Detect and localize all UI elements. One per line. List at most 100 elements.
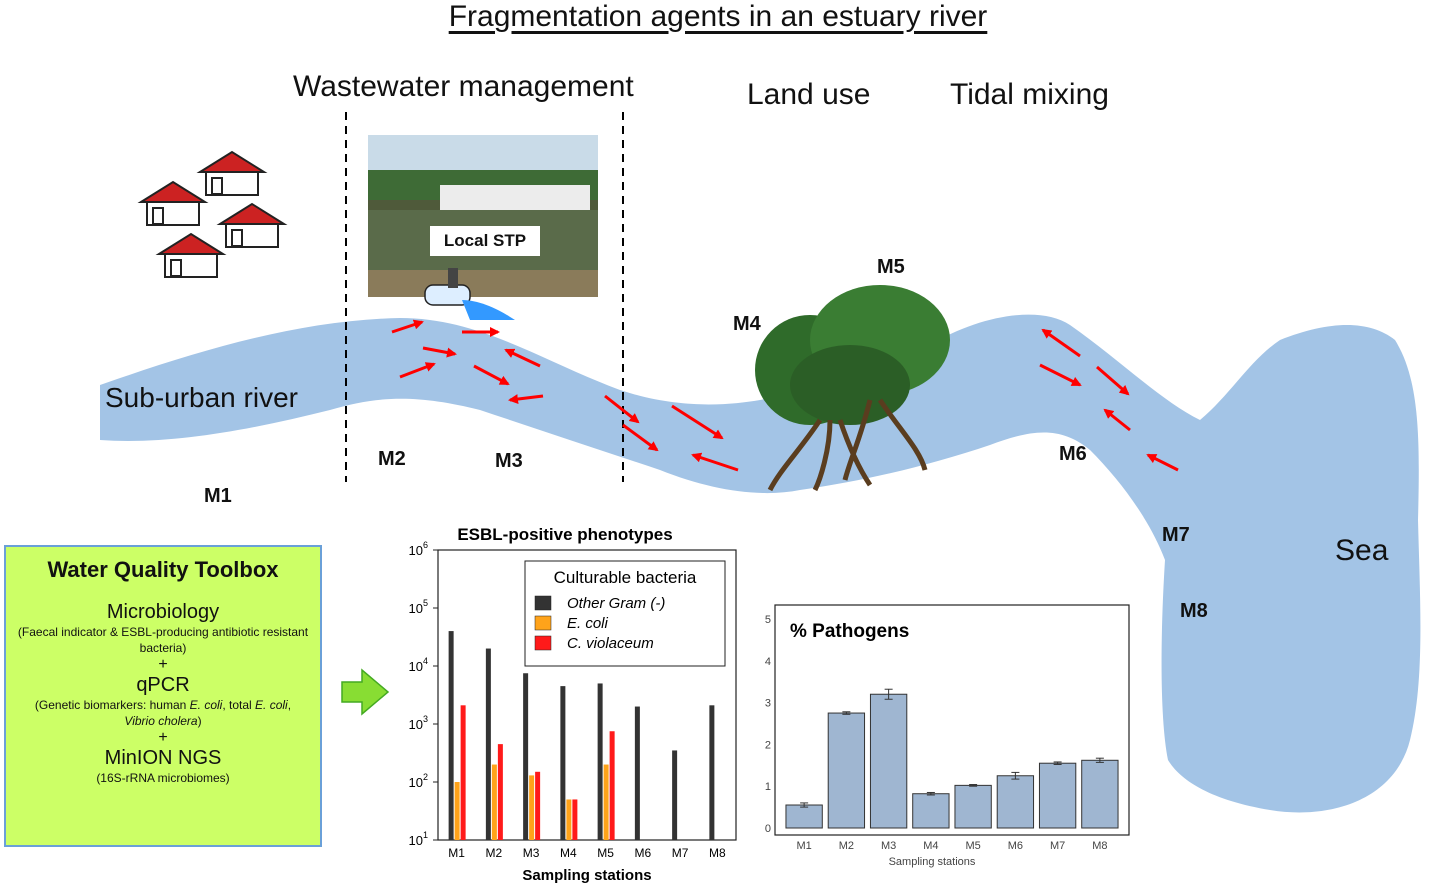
esbl-ytick-exp: 5	[423, 598, 428, 608]
pathogen-xtick-label: M8	[1092, 840, 1107, 852]
esbl-ytick-exp: 4	[423, 656, 428, 666]
esbl-xtick-label: M5	[597, 846, 614, 860]
esbl-xtick-label: M1	[448, 846, 465, 860]
station-label-m7: M7	[1162, 524, 1190, 546]
esbl-legend-swatch	[534, 635, 552, 651]
pathogen-xtick-label: M3	[881, 840, 896, 852]
agent-label-land-use: Land use	[747, 78, 871, 111]
qpcr-note-ecoli-total: E. coli	[255, 698, 288, 712]
pathogen-bar	[869, 693, 908, 829]
esbl-bar	[523, 673, 529, 840]
main-title: Fragmentation agents in an estuary river	[0, 0, 1436, 34]
house-3	[216, 202, 288, 248]
esbl-ytick-base: 10	[409, 833, 423, 848]
esbl-bar	[572, 799, 578, 840]
esbl-bar	[485, 648, 491, 840]
house-2	[137, 180, 209, 226]
esbl-ytick-exp: 3	[423, 714, 428, 724]
esbl-bar	[597, 683, 603, 840]
esbl-chart: ESBL-positive phenotypes1011021031041051…	[409, 525, 737, 883]
pathogen-xlabel: Sampling stations	[889, 856, 976, 868]
esbl-bar	[454, 782, 460, 840]
pathogen-ytick-label: 2	[765, 739, 771, 751]
esbl-bar	[634, 706, 640, 840]
toolbox-qpcr-note: (Genetic biomarkers: human E. coli, tota…	[6, 697, 320, 729]
pathogen-bar	[996, 775, 1035, 829]
pathogen-bar	[1081, 759, 1119, 829]
sea-label: Sea	[1335, 534, 1389, 567]
esbl-ytick-label: 101	[409, 830, 428, 848]
esbl-xtick-label: M8	[709, 846, 726, 860]
pathogen-bar	[1038, 762, 1077, 829]
esbl-bar	[491, 764, 497, 840]
esbl-bar	[566, 799, 572, 840]
esbl-bar	[529, 775, 535, 840]
qpcr-note-mid: , total	[222, 698, 256, 712]
esbl-legend-box	[524, 560, 726, 667]
station-label-m3: M3	[495, 450, 523, 472]
pathogen-bar	[954, 784, 992, 829]
station-label-m6: M6	[1059, 443, 1087, 465]
pathogen-ytick-label: 4	[765, 656, 771, 668]
station-label-m5: M5	[877, 256, 905, 278]
esbl-legend-label: Other Gram (-)	[567, 595, 665, 612]
pathogen-xtick-label: M7	[1050, 840, 1065, 852]
esbl-xtick-label: M2	[486, 846, 503, 860]
esbl-bar	[497, 744, 503, 840]
house-4	[155, 232, 227, 278]
qpcr-note-pre: (Genetic biomarkers: human	[34, 698, 190, 712]
agent-label-tidal-mixing: Tidal mixing	[950, 78, 1109, 111]
pathogen-bar	[827, 712, 866, 829]
esbl-ytick-exp: 2	[423, 772, 428, 782]
esbl-xtick-label: M7	[672, 846, 689, 860]
main-title-text: Fragmentation agents in an estuary river	[448, 0, 988, 33]
esbl-xtick-label: M4	[560, 846, 577, 860]
qpcr-note-sep: ,	[287, 698, 292, 712]
house-1	[196, 150, 268, 196]
esbl-ytick-label: 102	[409, 772, 428, 790]
esbl-ytick-label: 105	[409, 598, 428, 616]
stp-photo	[368, 135, 598, 297]
esbl-ytick-base: 10	[409, 659, 423, 674]
toolbox-plus-2: +	[158, 729, 168, 746]
esbl-plot-frame	[437, 549, 737, 841]
toolbox-arrow	[341, 668, 390, 716]
esbl-ytick-label: 104	[409, 656, 428, 674]
station-label-m8: M8	[1180, 600, 1208, 622]
pathogen-bar	[912, 793, 950, 829]
esbl-bar	[603, 764, 609, 840]
station-label-m4: M4	[733, 313, 761, 335]
pathogen-xtick-label: M6	[1008, 840, 1023, 852]
esbl-bar	[448, 631, 454, 840]
toolbox-ngs: MinION NGS	[104, 747, 222, 769]
pathogen-xtick-label: M5	[965, 840, 980, 852]
pathogen-xtick-label: M1	[796, 840, 811, 852]
esbl-legend-swatch	[534, 595, 552, 611]
esbl-bar	[609, 731, 615, 840]
esbl-legend-swatch	[534, 615, 552, 631]
houses	[137, 150, 288, 278]
esbl-ytick-exp: 6	[423, 540, 428, 550]
station-label-m1: M1	[204, 485, 232, 507]
station-label-m2: M2	[378, 448, 406, 470]
pathogen-ytick-label: 1	[765, 781, 771, 793]
pathogen-ytick-label: 0	[765, 823, 771, 835]
toolbox-ngs-note: (16S-rRNA microbiomes)	[96, 771, 230, 785]
esbl-ytick-base: 10	[409, 543, 423, 558]
esbl-bar	[460, 705, 466, 840]
qpcr-note-end: )	[197, 714, 202, 728]
esbl-chart-title: ESBL-positive phenotypes	[457, 525, 672, 544]
esbl-ytick-base: 10	[409, 717, 423, 732]
toolbox-plus-1: +	[158, 656, 168, 673]
esbl-xtick-label: M3	[523, 846, 540, 860]
qpcr-note-vibrio: Vibrio cholera	[124, 714, 198, 728]
esbl-ytick-base: 10	[409, 601, 423, 616]
esbl-bar	[709, 705, 715, 840]
water-quality-toolbox: Water Quality Toolbox Microbiology (Faec…	[4, 545, 322, 847]
toolbox-qpcr: qPCR	[136, 674, 190, 696]
esbl-ytick-base: 10	[409, 775, 423, 790]
toolbox-microbiology-note: (Faecal indicator & ESBL-producing antib…	[17, 625, 309, 655]
outflow-pipe	[424, 268, 515, 320]
qpcr-note-ecoli-human: E. coli	[189, 698, 223, 712]
